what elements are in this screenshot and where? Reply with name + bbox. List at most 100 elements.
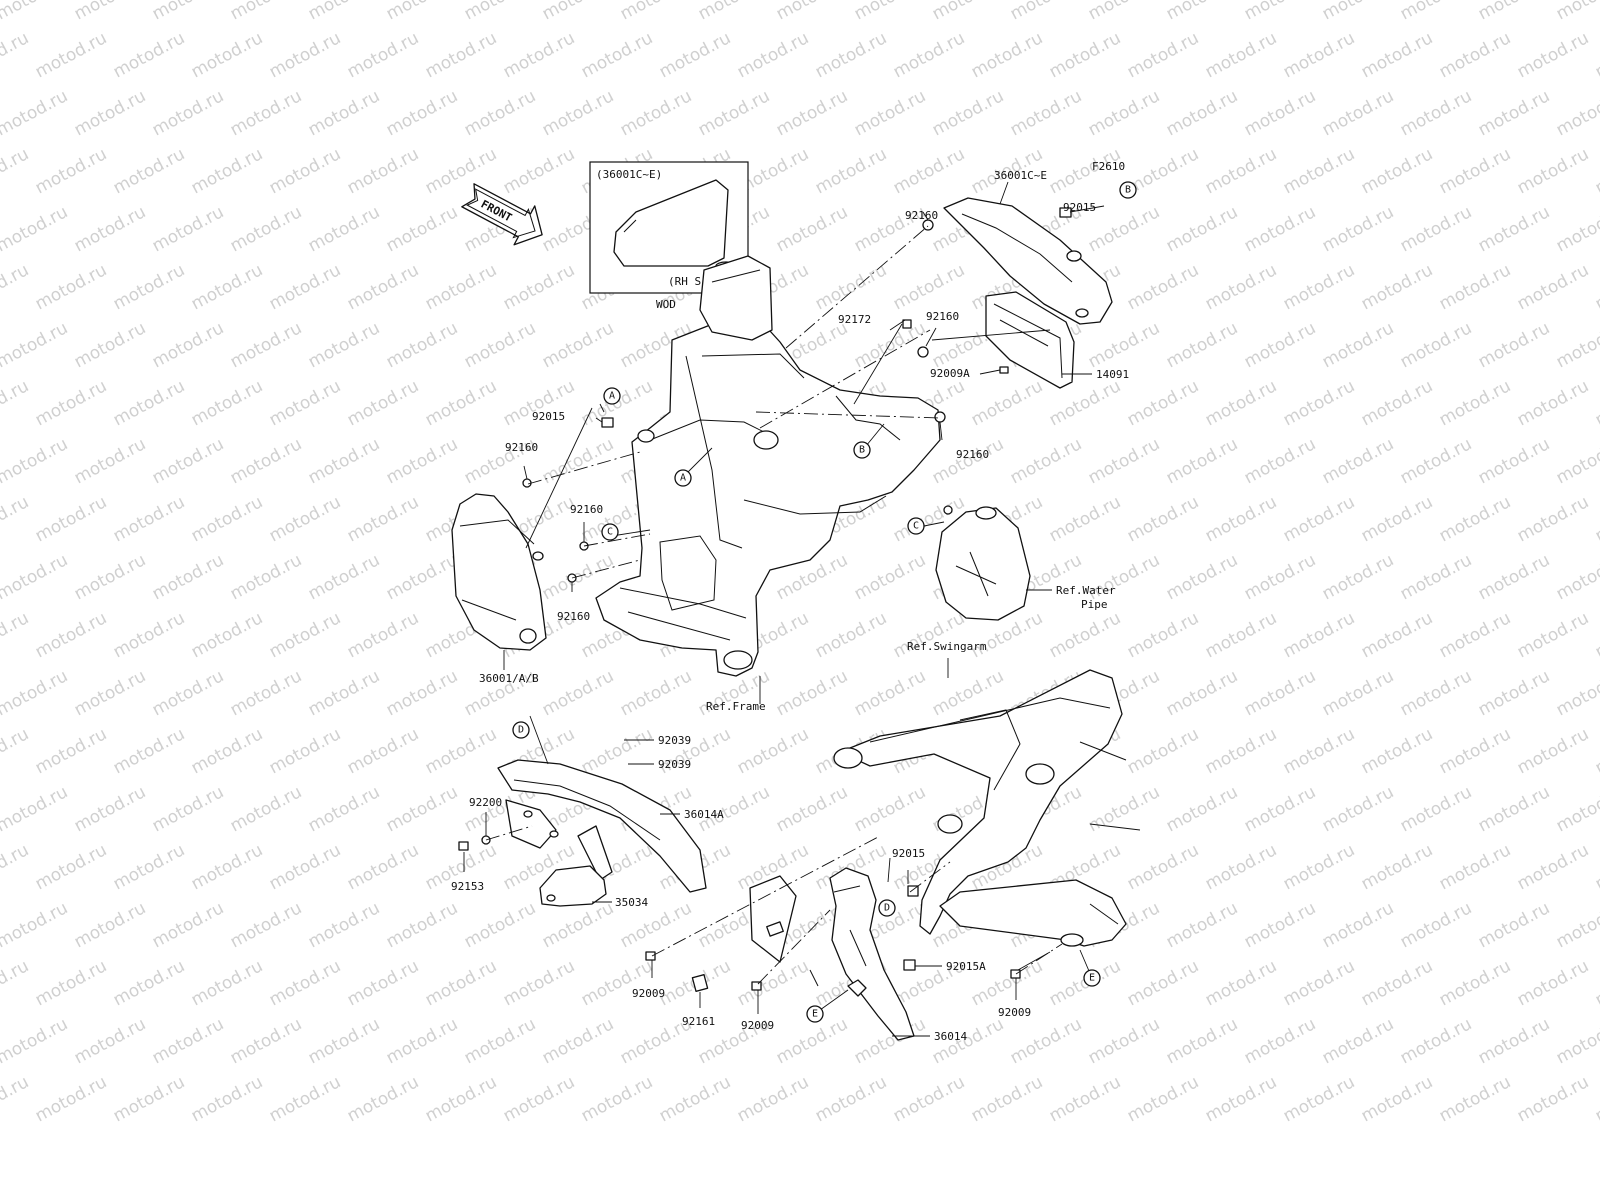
watermark-text: motod.ru	[1202, 492, 1280, 546]
watermark-text: motod.ru	[149, 666, 227, 720]
watermark-text: motod.ru	[1163, 0, 1241, 24]
watermark-text: motod.ru	[1553, 0, 1600, 24]
watermark-text: motod.ru	[1085, 202, 1163, 256]
watermark-text: motod.ru	[266, 1072, 344, 1126]
watermark-text: motod.ru	[32, 260, 110, 314]
watermark-text: motod.ru	[773, 86, 851, 140]
front-arrow-icon: FRONT	[461, 183, 543, 246]
watermark-text: motod.ru	[1592, 376, 1600, 430]
watermark-text: motod.ru	[773, 666, 851, 720]
watermark-text: motod.ru	[71, 550, 149, 604]
watermark-text: motod.ru	[500, 144, 578, 198]
watermark-text: motod.ru	[344, 956, 422, 1010]
watermark-text: motod.ru	[1280, 376, 1358, 430]
chain-guard-36014	[749, 867, 915, 1041]
watermark-text: motod.ru	[266, 840, 344, 894]
watermark-text: motod.ru	[1241, 782, 1319, 836]
watermark-text: motod.ru	[500, 260, 578, 314]
label-92009-a: 92009	[632, 987, 665, 1000]
watermark-text: motod.ru	[32, 724, 110, 778]
callout-B-top: B	[1119, 181, 1137, 199]
bracket-14091	[985, 291, 1075, 389]
watermark-text: motod.ru	[1007, 0, 1085, 24]
watermark-text: motod.ru	[383, 202, 461, 256]
watermark-text: motod.ru	[344, 260, 422, 314]
watermark-text: motod.ru	[1397, 0, 1475, 24]
label-ref-swingarm: Ref.Swingarm	[907, 640, 987, 653]
assembly-lines	[485, 225, 1063, 985]
watermark-text: motod.ru	[929, 434, 1007, 488]
watermark-text: motod.ru	[1241, 318, 1319, 372]
watermark-text: motod.ru	[500, 1072, 578, 1126]
watermark-text: motod.ru	[1202, 608, 1280, 662]
watermark-text: motod.ru	[71, 318, 149, 372]
watermark-text: motod.ru	[383, 0, 461, 24]
watermark-text: motod.ru	[734, 1072, 812, 1126]
watermark-text: motod.ru	[1319, 318, 1397, 372]
watermark-text: motod.ru	[227, 550, 305, 604]
watermark-text: motod.ru	[1397, 86, 1475, 140]
callout-C-right: C	[907, 517, 925, 535]
watermark-text: motod.ru	[1241, 898, 1319, 952]
watermark-text: motod.ru	[1514, 840, 1592, 894]
right-side-cover	[943, 197, 1113, 325]
watermark-text: motod.ru	[422, 724, 500, 778]
watermark-text: motod.ru	[1475, 1014, 1553, 1068]
watermark-text: motod.ru	[1397, 898, 1475, 952]
watermark-text: motod.ru	[1358, 1072, 1436, 1126]
label-36014: 36014	[934, 1030, 967, 1043]
watermark-text: motod.ru	[1397, 202, 1475, 256]
watermark-text: motod.ru	[0, 318, 71, 372]
inset-title: (36001C~E)	[596, 168, 662, 181]
watermark-text: motod.ru	[1280, 492, 1358, 546]
watermark-text: motod.ru	[1007, 434, 1085, 488]
label-92009A: 92009A	[930, 367, 970, 380]
watermark-text: motod.ru	[0, 434, 71, 488]
watermark-text: motod.ru	[383, 898, 461, 952]
watermark-text: motod.ru	[1592, 724, 1600, 778]
watermark-text: motod.ru	[1202, 956, 1280, 1010]
watermark-text: motod.ru	[539, 434, 617, 488]
watermark-text: motod.ru	[0, 550, 71, 604]
label-92160-c: 92160	[956, 448, 989, 461]
watermark-text: motod.ru	[578, 724, 656, 778]
label-92015-left: 92015	[532, 410, 565, 423]
watermark-text: motod.ru	[1436, 144, 1514, 198]
water-pipe-cover	[935, 505, 1031, 621]
watermark-text: motod.ru	[1436, 956, 1514, 1010]
watermark-text: motod.ru	[656, 1072, 734, 1126]
watermark-text: motod.ru	[1592, 956, 1600, 1010]
svg-text:D: D	[518, 725, 524, 736]
watermark-text: motod.ru	[1280, 724, 1358, 778]
watermark-text: motod.ru	[1241, 0, 1319, 24]
watermark-text: motod.ru	[149, 782, 227, 836]
watermark-text: motod.ru	[1319, 782, 1397, 836]
watermark-text: motod.ru	[812, 608, 890, 662]
watermark-text: motod.ru	[305, 782, 383, 836]
watermark-text: motod.ru	[422, 28, 500, 82]
watermark-text: motod.ru	[461, 898, 539, 952]
watermark-text: motod.ru	[0, 898, 71, 952]
watermark-text: motod.ru	[1358, 376, 1436, 430]
watermark-text: motod.ru	[851, 0, 929, 24]
watermark-text: motod.ru	[1241, 434, 1319, 488]
watermark-text: motod.ru	[695, 0, 773, 24]
watermark-text: motod.ru	[0, 0, 71, 24]
watermark-text: motod.ru	[1358, 260, 1436, 314]
watermark-text: motod.ru	[305, 86, 383, 140]
callout-C-left: C	[601, 523, 619, 541]
watermark-text: motod.ru	[1436, 1072, 1514, 1126]
label-ref-water-2: Pipe	[1081, 598, 1108, 611]
label-92015-mid: 92015	[892, 847, 925, 860]
watermark-text: motod.ru	[1514, 144, 1592, 198]
watermark-text: motod.ru	[344, 492, 422, 546]
watermark-text: motod.ru	[383, 666, 461, 720]
watermark-text: motod.ru	[500, 956, 578, 1010]
watermark-text: motod.ru	[578, 376, 656, 430]
watermark-text: motod.ru	[1553, 782, 1600, 836]
label-92160-e: 92160	[570, 503, 603, 516]
watermark-text: motod.ru	[383, 782, 461, 836]
watermark-text: motod.ru	[383, 550, 461, 604]
watermark-text: motod.ru	[1124, 724, 1202, 778]
watermark-text: motod.ru	[149, 202, 227, 256]
